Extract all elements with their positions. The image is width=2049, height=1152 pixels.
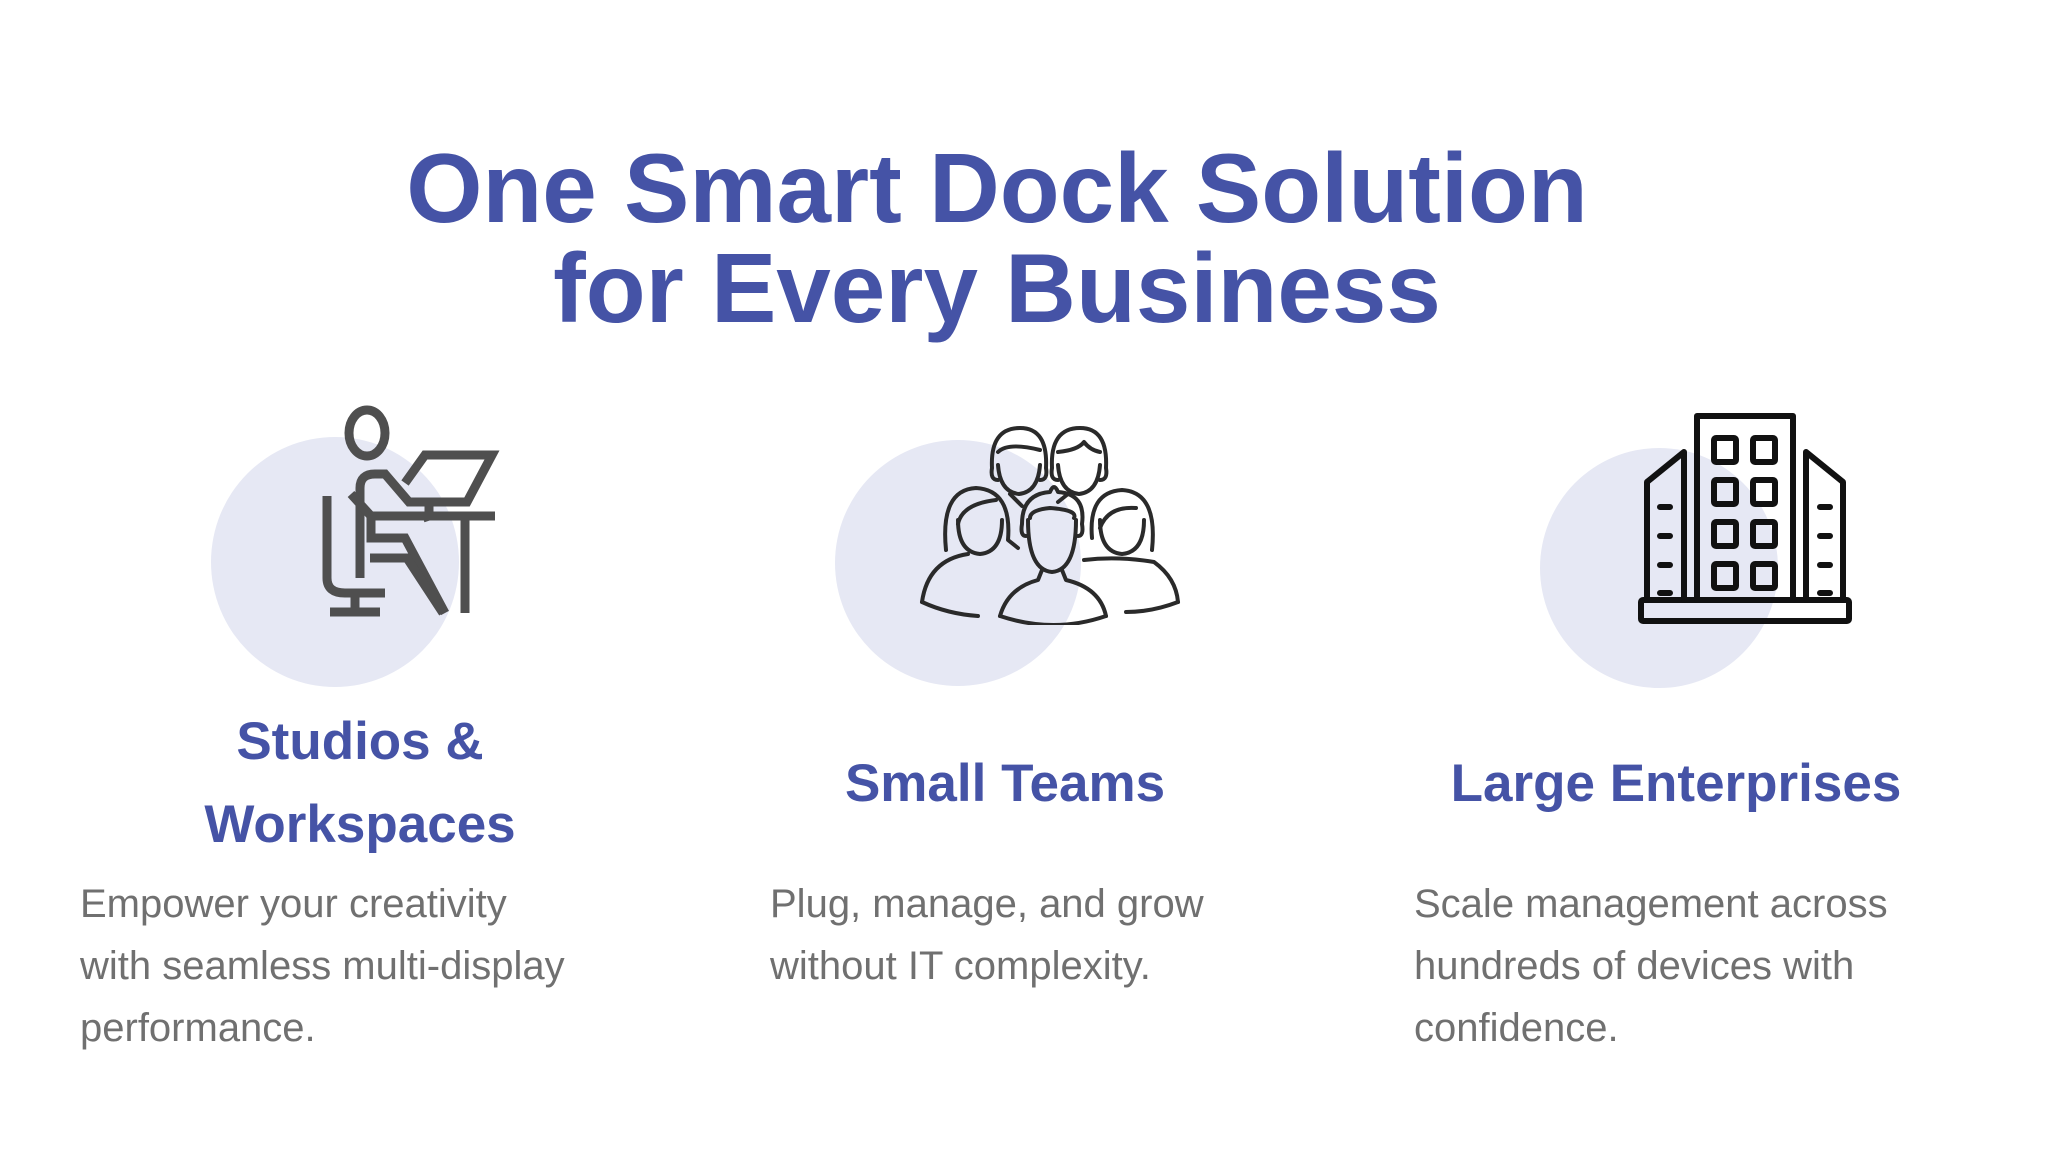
description-line: with seamless multi-display <box>80 944 565 988</box>
description-line: without IT complexity. <box>770 944 1151 988</box>
description-line: Plug, manage, and grow <box>770 882 1204 926</box>
segment-heading: Studios & Workspaces <box>100 700 620 866</box>
segment-description: Plug, manage, and grow without IT comple… <box>770 873 1204 997</box>
title-line-1: One Smart Dock Solution <box>406 133 1588 243</box>
description-line: Empower your creativity <box>80 882 507 926</box>
description-line: confidence. <box>1414 1006 1619 1050</box>
title-line-2: for Every Business <box>553 233 1441 343</box>
segment-heading: Small Teams <box>760 742 1250 825</box>
description-line: performance. <box>80 1006 316 1050</box>
page-title: One Smart Dock Solution for Every Busine… <box>0 138 1994 338</box>
segment-description: Scale management across hundreds of devi… <box>1414 873 1888 1059</box>
description-line: hundreds of devices with <box>1414 944 1855 988</box>
heading-line-1: Studios & <box>236 712 484 771</box>
heading-line-1: Small Teams <box>844 754 1166 813</box>
description-line: Scale management across <box>1414 882 1888 926</box>
heading-line-1: Large Enterprises <box>1450 754 1902 813</box>
heading-line-2: Workspaces <box>204 795 516 854</box>
team-group-icon <box>920 426 1180 625</box>
segment-description: Empower your creativity with seamless mu… <box>80 873 565 1059</box>
office-building-icon <box>1638 413 1852 624</box>
person-at-desk-icon <box>322 405 500 617</box>
segment-heading: Large Enterprises <box>1400 742 1952 825</box>
